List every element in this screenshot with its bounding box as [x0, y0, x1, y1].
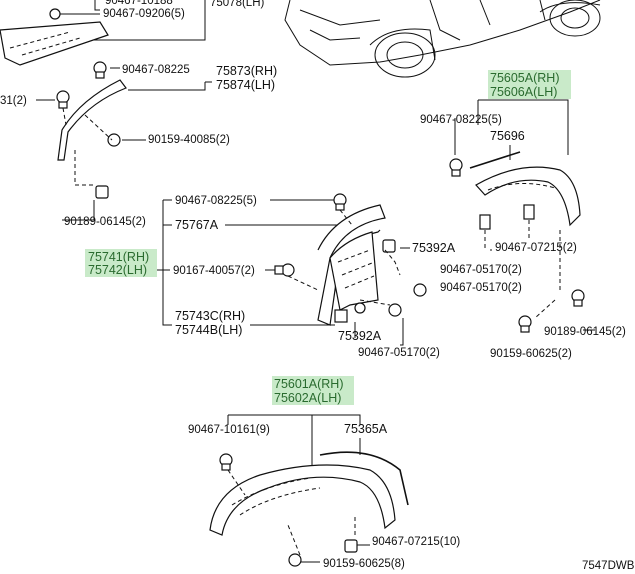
highlight-75605A [488, 70, 571, 99]
label-r9: 90159-60625(2) [490, 348, 572, 360]
label-l4: 31(2) [0, 95, 27, 107]
label-m9: 75392A [338, 329, 382, 343]
label-b3: 90467-10161(9) [188, 424, 270, 436]
highlight-75601A [272, 376, 354, 405]
label-m6: 75392A [412, 241, 456, 255]
middle-liner-group: 90467-08225(5) 75767A 75741(RH) 75742(LH… [85, 193, 456, 359]
label-r6: 90467-05170(2) [440, 264, 522, 276]
label-top-clip: 90467-09206(5) [103, 8, 185, 20]
label-r4: 75696 [490, 129, 525, 143]
label-l1: 90467-08225 [122, 64, 190, 76]
label-b6: 90159-60625(8) [323, 558, 405, 570]
label-top-right-partial: 75078(LH) [210, 0, 265, 9]
label-m5: 90167-40057(2) [173, 265, 255, 277]
label-m4: 75742(LH) [88, 263, 147, 277]
label-l5: 90159-40085(2) [148, 134, 230, 146]
left-strip-group: 90467-08225 75873(RH) 75874(LH) 31(2) 90… [0, 61, 277, 228]
top-moulding-group: 90467-10188 90467-09206(5) 75078(LH) [0, 0, 265, 66]
label-m10: 90467-05170(2) [358, 347, 440, 359]
right-arch-group: 75605A(RH) 75606A(LH) 90467-08225(5) 756… [420, 70, 626, 360]
label-m7: 75743C(RH) [175, 309, 245, 323]
label-r1: 75605A(RH) [490, 71, 559, 85]
label-r2: 75606A(LH) [490, 85, 557, 99]
label-b5: 90467-07215(10) [372, 536, 460, 548]
bottom-flare-group: 75601A(RH) 75602A(LH) 90467-10161(9) 753… [188, 376, 460, 570]
label-b2: 75602A(LH) [274, 391, 341, 405]
label-b1: 75601A(RH) [274, 377, 343, 391]
label-b4: 75365A [344, 422, 388, 436]
highlight-75741 [85, 249, 157, 277]
label-l6: 90189-06145(2) [64, 216, 146, 228]
label-r3: 90467-08225(5) [420, 114, 502, 126]
vehicle-illustration [284, 0, 601, 78]
label-r7: 90467-05170(2) [440, 282, 522, 294]
label-r5: 90467-07215(2) [495, 242, 577, 254]
label-l2: 75873(RH) [216, 64, 277, 78]
label-l3: 75874(LH) [216, 78, 275, 92]
label-m8: 75744B(LH) [175, 323, 242, 337]
label-m3: 75741(RH) [88, 250, 149, 264]
label-m2: 75767A [175, 218, 219, 232]
label-m1: 90467-08225(5) [175, 195, 257, 207]
diagram-code: 7547DWB [582, 560, 635, 572]
label-r8: 90189-06145(2) [544, 326, 626, 338]
label-top-partial: 90467-10188 [105, 0, 173, 7]
